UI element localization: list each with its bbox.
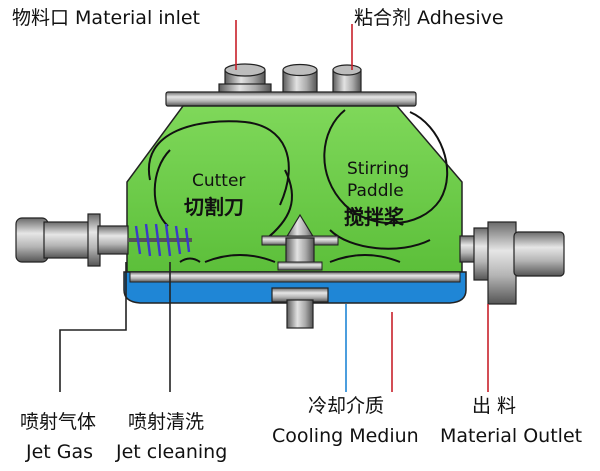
- middle-inlet-pipe: [282, 63, 318, 93]
- leader-lines: [59, 20, 489, 392]
- central-impeller: [261, 213, 339, 271]
- adhesive-inlet-pipe: [332, 64, 362, 93]
- adhesive-label: 粘合剂 Adhesive: [354, 7, 504, 29]
- cutter-label-en: Cutter: [192, 171, 245, 191]
- stirring-label-en-1: Stirring: [347, 159, 409, 179]
- bottom-plate: [129, 271, 461, 283]
- jet-cleaning-label-zh: 喷射清洗: [128, 411, 204, 433]
- outlet-label-zh: 出 料: [472, 395, 516, 417]
- bottom-drive-shaft: [271, 287, 329, 329]
- material-inlet-pipe: [218, 63, 272, 95]
- cutter-blades: [128, 223, 192, 257]
- cutter-motor: [15, 213, 129, 267]
- material-inlet-label: 物料口 Material inlet: [12, 7, 200, 29]
- stirring-label-zh: 搅拌桨: [344, 205, 405, 229]
- jet-gas-label-zh: 喷射气体: [20, 411, 96, 433]
- lid-plate: [165, 91, 417, 107]
- stirring-label-en-2: Paddle: [347, 181, 404, 201]
- cutter-label-zh: 切割刀: [184, 195, 244, 219]
- cooling-label-zh: 冷却介质: [308, 395, 384, 417]
- jet-gas-label-en: Jet Gas: [25, 441, 93, 463]
- material-outlet-valve: [459, 221, 565, 305]
- jet-cleaning-label-en: Jet cleaning: [115, 441, 227, 463]
- cooling-label-en: Cooling Mediun: [272, 425, 419, 447]
- outlet-label-en: Material Outlet: [440, 425, 582, 447]
